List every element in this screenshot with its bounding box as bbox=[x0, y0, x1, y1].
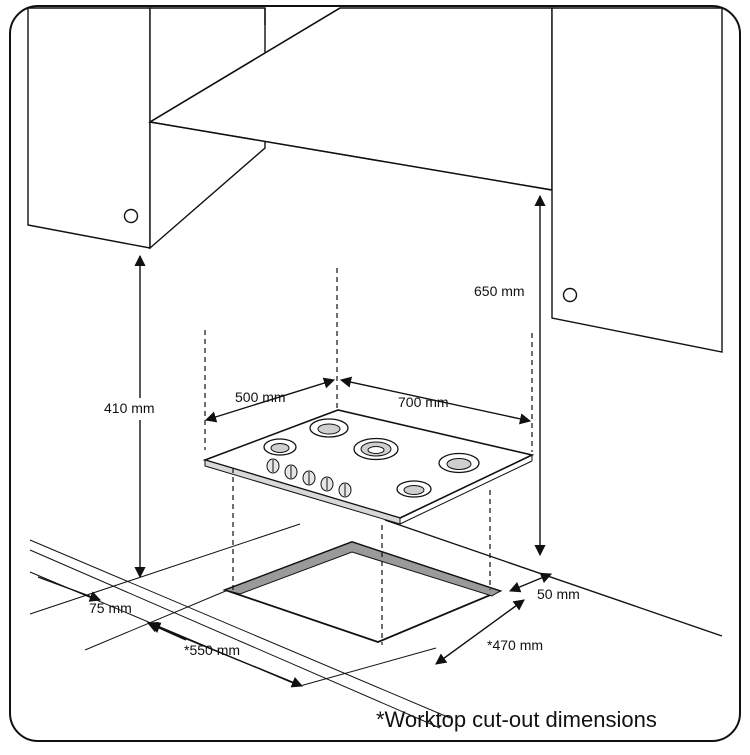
burner-icon bbox=[396, 480, 432, 498]
back-offset-arrow bbox=[508, 572, 553, 593]
burner-icon bbox=[438, 452, 480, 474]
cabinet-knob-icon bbox=[123, 208, 139, 224]
front-offset-arrow-left bbox=[37, 576, 102, 602]
label-cabinet-clearance: 410 mm bbox=[104, 400, 155, 416]
label-cutout-depth: *470 mm bbox=[487, 637, 543, 653]
label-cutout-width: *550 mm bbox=[184, 642, 240, 658]
projection-lines bbox=[204, 268, 533, 645]
knob-icon bbox=[266, 458, 280, 474]
burner-icon bbox=[263, 438, 297, 456]
cutout-width-arrow bbox=[148, 622, 304, 688]
label-front-offset: 75 mm bbox=[89, 600, 132, 616]
knob-icon bbox=[302, 470, 316, 486]
frame-border bbox=[9, 5, 741, 742]
knob-icon bbox=[338, 482, 352, 498]
label-left-width: 500 mm bbox=[235, 389, 286, 405]
right-wall-cabinet bbox=[551, 7, 723, 353]
worktop-cutout bbox=[222, 541, 503, 643]
knob-icon bbox=[320, 476, 334, 492]
dimension-arrows bbox=[37, 194, 553, 688]
label-hood-height: 650 mm bbox=[474, 283, 525, 299]
label-back-offset: 50 mm bbox=[537, 586, 580, 602]
left-width-arrow bbox=[204, 377, 336, 423]
knob-icon bbox=[284, 464, 298, 480]
cabinet-knob-icon bbox=[562, 287, 578, 303]
control-knobs bbox=[266, 458, 352, 498]
right-width-arrow bbox=[339, 376, 532, 425]
cutout-depth-arrow bbox=[435, 599, 525, 665]
dimension-labels: 650 mm 410 mm 500 mm 700 mm 75 mm *550 m… bbox=[89, 280, 580, 658]
gas-hob bbox=[202, 409, 535, 525]
diagram-caption: *Worktop cut-out dimensions bbox=[376, 707, 657, 732]
label-right-width: 700 mm bbox=[398, 394, 449, 410]
wok-burner-icon bbox=[353, 437, 399, 461]
burner-icon bbox=[309, 418, 349, 438]
